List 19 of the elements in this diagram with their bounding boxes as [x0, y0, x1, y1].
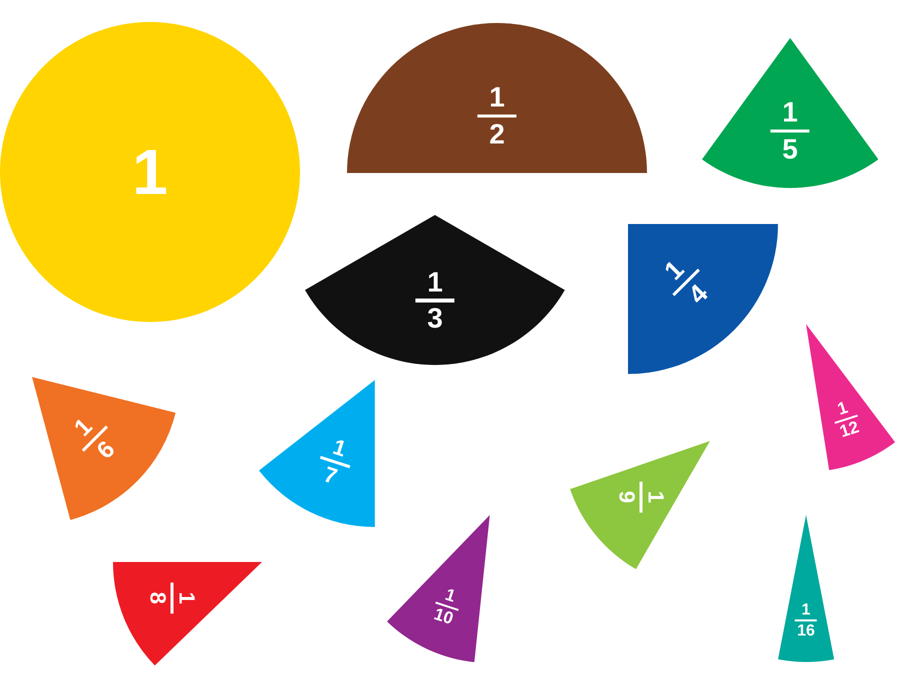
denominator: 3 — [427, 304, 443, 333]
numerator: 1 — [427, 268, 443, 296]
numerator: 1 — [176, 592, 198, 604]
denominator: 9 — [616, 491, 638, 504]
numerator: 1 — [782, 98, 798, 127]
numerator: 1 — [802, 602, 810, 618]
numerator: 1 — [489, 84, 505, 112]
denominator: 16 — [797, 623, 815, 640]
denominator: 5 — [782, 135, 798, 164]
numerator: 1 — [444, 586, 458, 606]
numeral: 1 — [132, 140, 168, 204]
denominator: 2 — [489, 120, 505, 148]
numerator: 1 — [836, 399, 850, 418]
denominator: 12 — [838, 419, 862, 442]
denominator: 8 — [146, 592, 169, 604]
denominator: 7 — [321, 463, 340, 488]
numerator: 1 — [330, 436, 349, 460]
numerator: 1 — [644, 491, 667, 504]
denominator: 10 — [432, 606, 456, 628]
